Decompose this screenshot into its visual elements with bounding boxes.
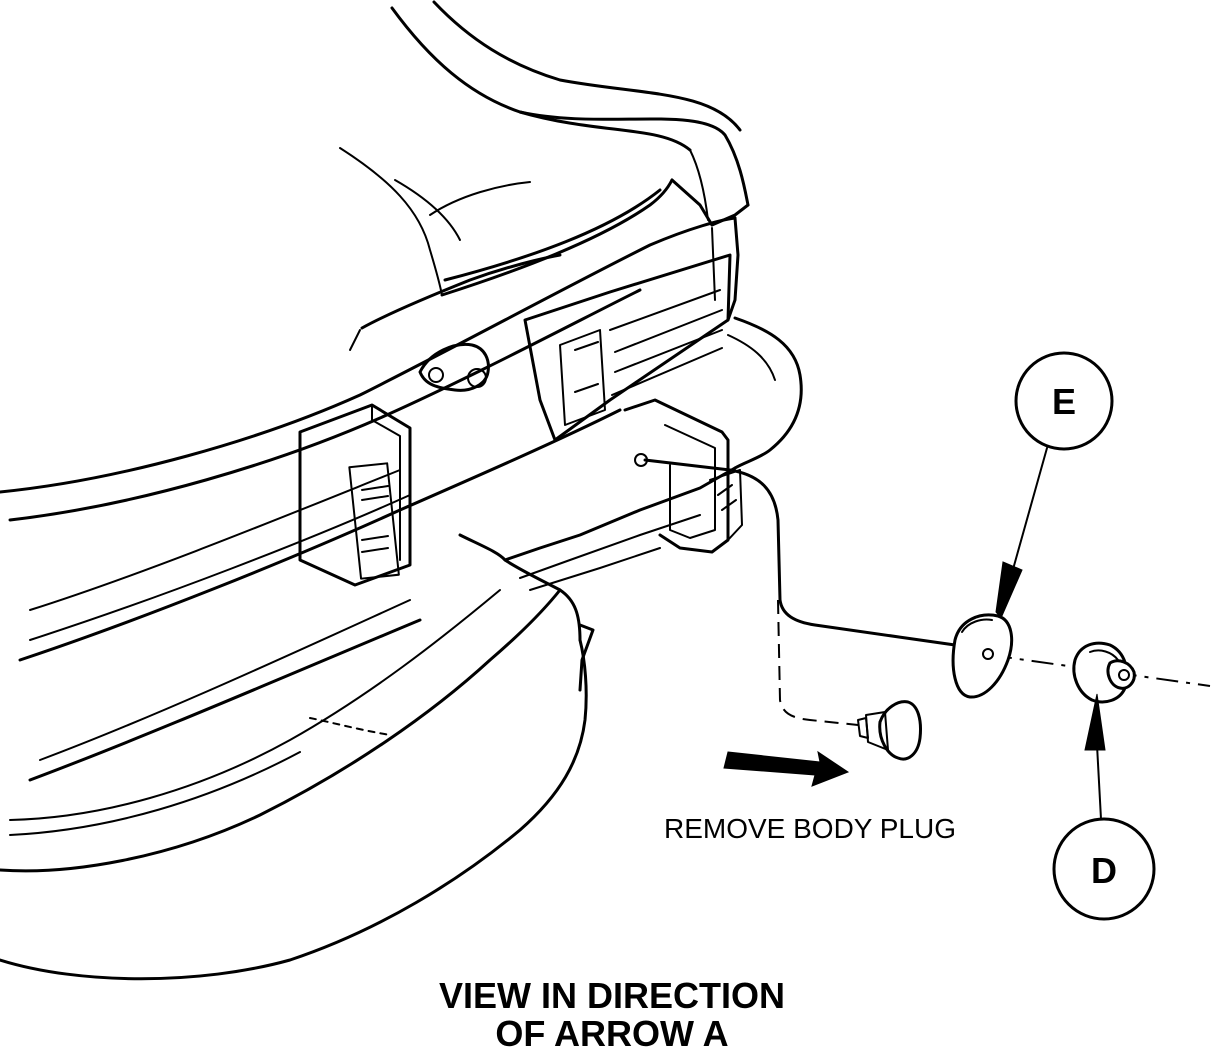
rear-panel — [0, 216, 740, 782]
bumper-bracket — [623, 398, 743, 554]
callout-d: D — [1052, 693, 1156, 921]
view-direction-line2: OF ARROW A — [495, 1013, 728, 1052]
rear-bumper — [0, 316, 803, 981]
callout-e: E — [995, 351, 1114, 619]
callout-e-pointer — [995, 561, 1023, 619]
remove-direction-arrow — [723, 750, 850, 787]
view-direction-line1: VIEW IN DIRECTION — [439, 975, 785, 1016]
nut-d — [1072, 641, 1136, 704]
license-light — [418, 342, 490, 392]
callout-d-label: D — [1091, 850, 1117, 891]
trunk-lid — [339, 0, 750, 297]
remove-body-plug-label: REMOVE BODY PLUG — [664, 813, 956, 844]
assembly-leader-lines — [643, 458, 1211, 726]
right-tail-light — [523, 253, 732, 442]
body-plug — [857, 700, 922, 761]
callout-d-pointer — [1084, 693, 1106, 751]
washer-e — [951, 613, 1014, 699]
callout-e-label: E — [1052, 381, 1076, 422]
left-tail-light — [298, 403, 412, 587]
